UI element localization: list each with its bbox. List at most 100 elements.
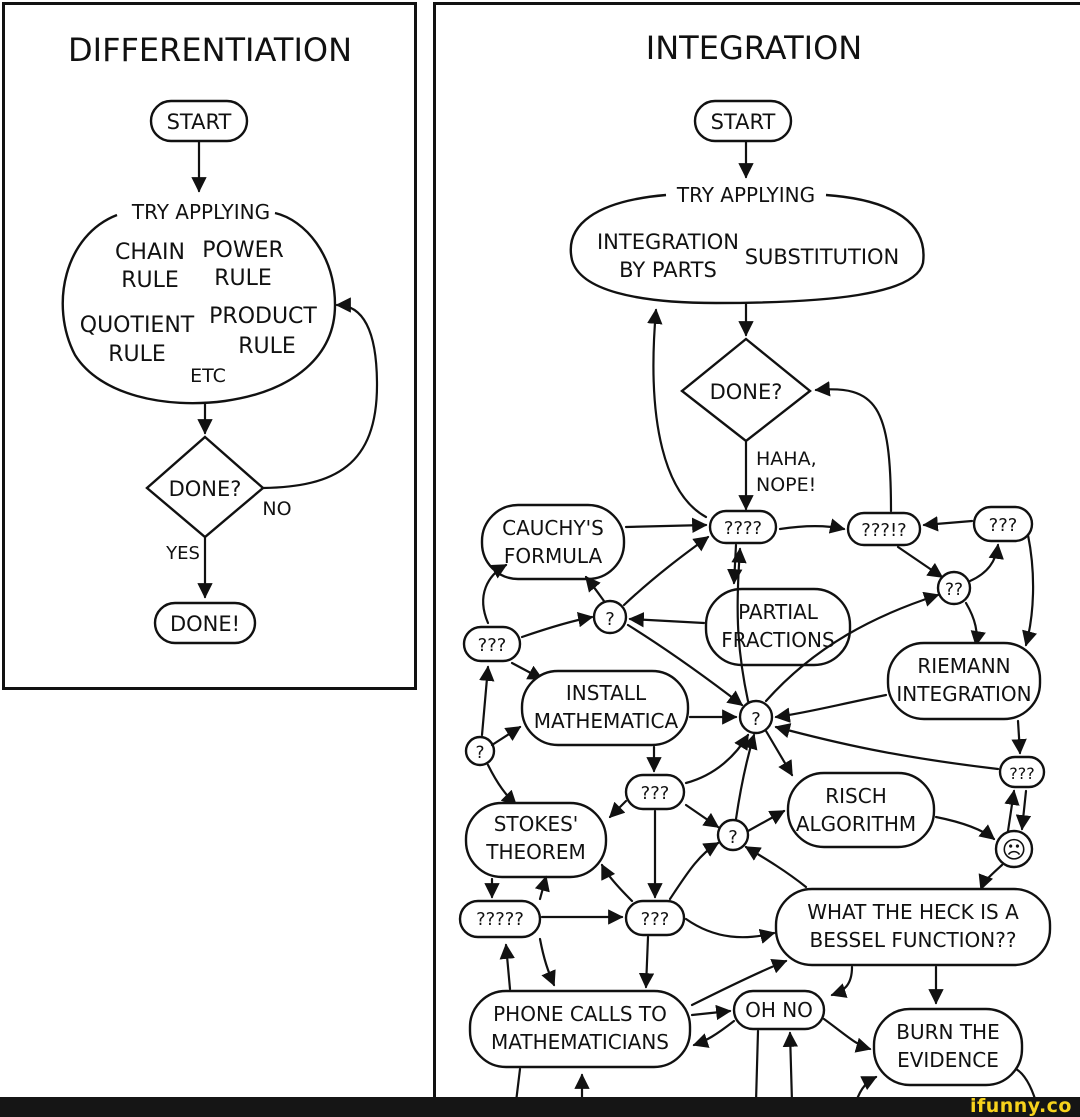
- integration-try-cloud: [569, 193, 925, 305]
- qqqbang-node: [846, 511, 922, 547]
- qqqq-to-cloud-arrow: [647, 308, 708, 519]
- riemann-line1: RIEMANN: [917, 654, 1010, 678]
- integration-try-label: TRY APPLYING: [676, 183, 815, 207]
- qqqqq-to-stokes-arrow: [534, 875, 550, 901]
- differentiation-title: DIFFERENTIATION: [68, 31, 352, 69]
- q-center-label: ?: [751, 709, 761, 730]
- qqq-to-riemann-arrow: [1022, 533, 1038, 647]
- q-left-to-cauchy-arrow: [584, 575, 606, 603]
- footer-bar: [0, 1097, 1080, 1117]
- qqq-mid-label: ???: [641, 783, 670, 804]
- qqq-lower-label: ???: [641, 909, 670, 930]
- install-line1: INSTALL: [566, 681, 647, 705]
- qqq-lower-node: [624, 899, 686, 937]
- no-label: NO: [262, 498, 291, 520]
- q-farleft-to-stokes-arrow: [486, 763, 518, 807]
- haha-line2: NOPE!: [756, 474, 816, 496]
- q-lower-node: [716, 818, 750, 852]
- product-rule-line1: PRODUCT: [209, 304, 317, 329]
- product-rule-line2: RULE: [238, 334, 296, 359]
- q-center-node: [738, 699, 774, 735]
- phone-to-ohno-arrow: [690, 1004, 732, 1021]
- quotient-rule-line2: RULE: [108, 342, 166, 367]
- integration-flowchart: INTEGRATION START TRY APPLYING INTEGRATI…: [458, 29, 1052, 1102]
- cauchy-line1: CAUCHY'S: [502, 516, 604, 540]
- partial-to-q-left-arrow: [628, 612, 706, 628]
- phone-calls-node: [468, 989, 692, 1069]
- qqq-right-to-q-center-arrow: [774, 723, 1000, 771]
- q-lower-to-q-center-arrow: [734, 733, 758, 821]
- install-mathematica-node: [520, 669, 690, 747]
- q-lower-label: ?: [728, 827, 738, 848]
- qqq-topright-node: [972, 505, 1034, 543]
- phone-line1: PHONE CALLS TO: [493, 1002, 667, 1026]
- qqq-right-label: ???: [1009, 764, 1034, 783]
- riemann-to-qqq-right-arrow: [1011, 719, 1027, 755]
- qqq-lower-to-stokes-arrow: [600, 863, 634, 903]
- install-line2: MATHEMATICA: [534, 709, 679, 733]
- chain-rule-line2: RULE: [121, 268, 179, 293]
- sad-face-icon: ☹: [1001, 836, 1026, 864]
- qqq-left-to-q-arrow: [520, 612, 594, 639]
- ohno-to-phone-arrow: [692, 1019, 736, 1048]
- qqqqq-to-phone-arrow: [538, 937, 556, 987]
- qqq-mid-node: [624, 773, 686, 811]
- q-left-to-q-center-arrow: [626, 623, 744, 707]
- yes-label: YES: [165, 543, 200, 564]
- ohno-down-line-1: [754, 1029, 760, 1102]
- start-label: START: [167, 110, 232, 134]
- qqqq-to-qqqbang-arrow: [778, 518, 846, 534]
- qqqqq-label: ?????: [476, 909, 524, 930]
- bessel-line2: BESSEL FUNCTION??: [809, 928, 1016, 952]
- riemann-node: [886, 641, 1042, 721]
- qq-to-qqq-arrow: [968, 543, 1004, 583]
- phone-to-qqqqq-arrow: [499, 943, 515, 991]
- risch-algorithm-node: [786, 771, 936, 849]
- done-final-node: [153, 601, 257, 645]
- q-center-to-qq-arrow: [764, 591, 940, 703]
- sad-to-bessel-arrow: [978, 863, 1004, 891]
- sad-face-node: [994, 829, 1034, 869]
- qqq-lower-to-q-lower-arrow: [668, 841, 720, 901]
- q-lower-to-risch-arrow: [746, 809, 786, 833]
- riemann-to-q-center-arrow: [774, 693, 888, 723]
- try-applying-cloud: [61, 211, 337, 405]
- qqqq-to-partial-arrow: [727, 543, 743, 585]
- q-farleft-to-install-arrow: [490, 725, 522, 747]
- integration-by-parts-line1: INTEGRATION: [597, 230, 739, 254]
- risch-to-sad-arrow: [934, 815, 996, 841]
- qqqqq-node: [458, 899, 542, 939]
- substitution-label: SUBSTITUTION: [745, 245, 900, 269]
- qqqq-label: ????: [724, 518, 762, 539]
- qqq-mid-to-q-lower-arrow: [684, 803, 720, 829]
- q-center-to-qqqq-arrow: [731, 547, 750, 703]
- stokes-line2: THEOREM: [485, 840, 585, 864]
- qqqq-node: [708, 509, 778, 545]
- phone-to-bessel-arrow: [690, 958, 788, 1007]
- integration-by-parts-line2: BY PARTS: [619, 258, 717, 282]
- qqq-to-qqqbang-arrow: [922, 516, 974, 532]
- q-center-to-risch-arrow: [764, 729, 794, 777]
- ifunny-watermark: ifunny.co: [969, 1095, 1072, 1117]
- phone-bottom-line: [514, 1067, 522, 1102]
- partial-fractions-node: [704, 587, 852, 667]
- qqq-left-node: [462, 625, 522, 663]
- qqq-topright-label: ???: [989, 515, 1018, 536]
- bessel-line1: WHAT THE HECK IS A: [807, 900, 1019, 924]
- cauchy-formula-node: [480, 503, 626, 581]
- differentiation-panel: DIFFERENTIATION START TRY APPLYING CHAIN…: [2, 2, 417, 690]
- ohno-down-line-2: [782, 1031, 799, 1102]
- riemann-line2: INTEGRATION: [896, 682, 1031, 706]
- partial-line1: PARTIAL: [738, 600, 819, 624]
- risch-line2: ALGORITHM: [796, 812, 916, 836]
- etc-label: ETC: [190, 365, 226, 387]
- qqq-mid-to-q-center-arrow: [684, 733, 750, 785]
- quotient-rule-line1: QUOTIENT: [80, 313, 195, 338]
- power-rule-line2: RULE: [214, 266, 272, 291]
- qqqbang-to-done-arrow: [814, 381, 893, 513]
- risch-line1: RISCH: [825, 784, 887, 808]
- cauchy-to-qqqq-arrow: [624, 517, 708, 534]
- qqqbang-label: ???!?: [861, 520, 906, 541]
- integration-title: INTEGRATION: [646, 29, 862, 67]
- sad-to-qqq-right-arrow: [1004, 789, 1020, 833]
